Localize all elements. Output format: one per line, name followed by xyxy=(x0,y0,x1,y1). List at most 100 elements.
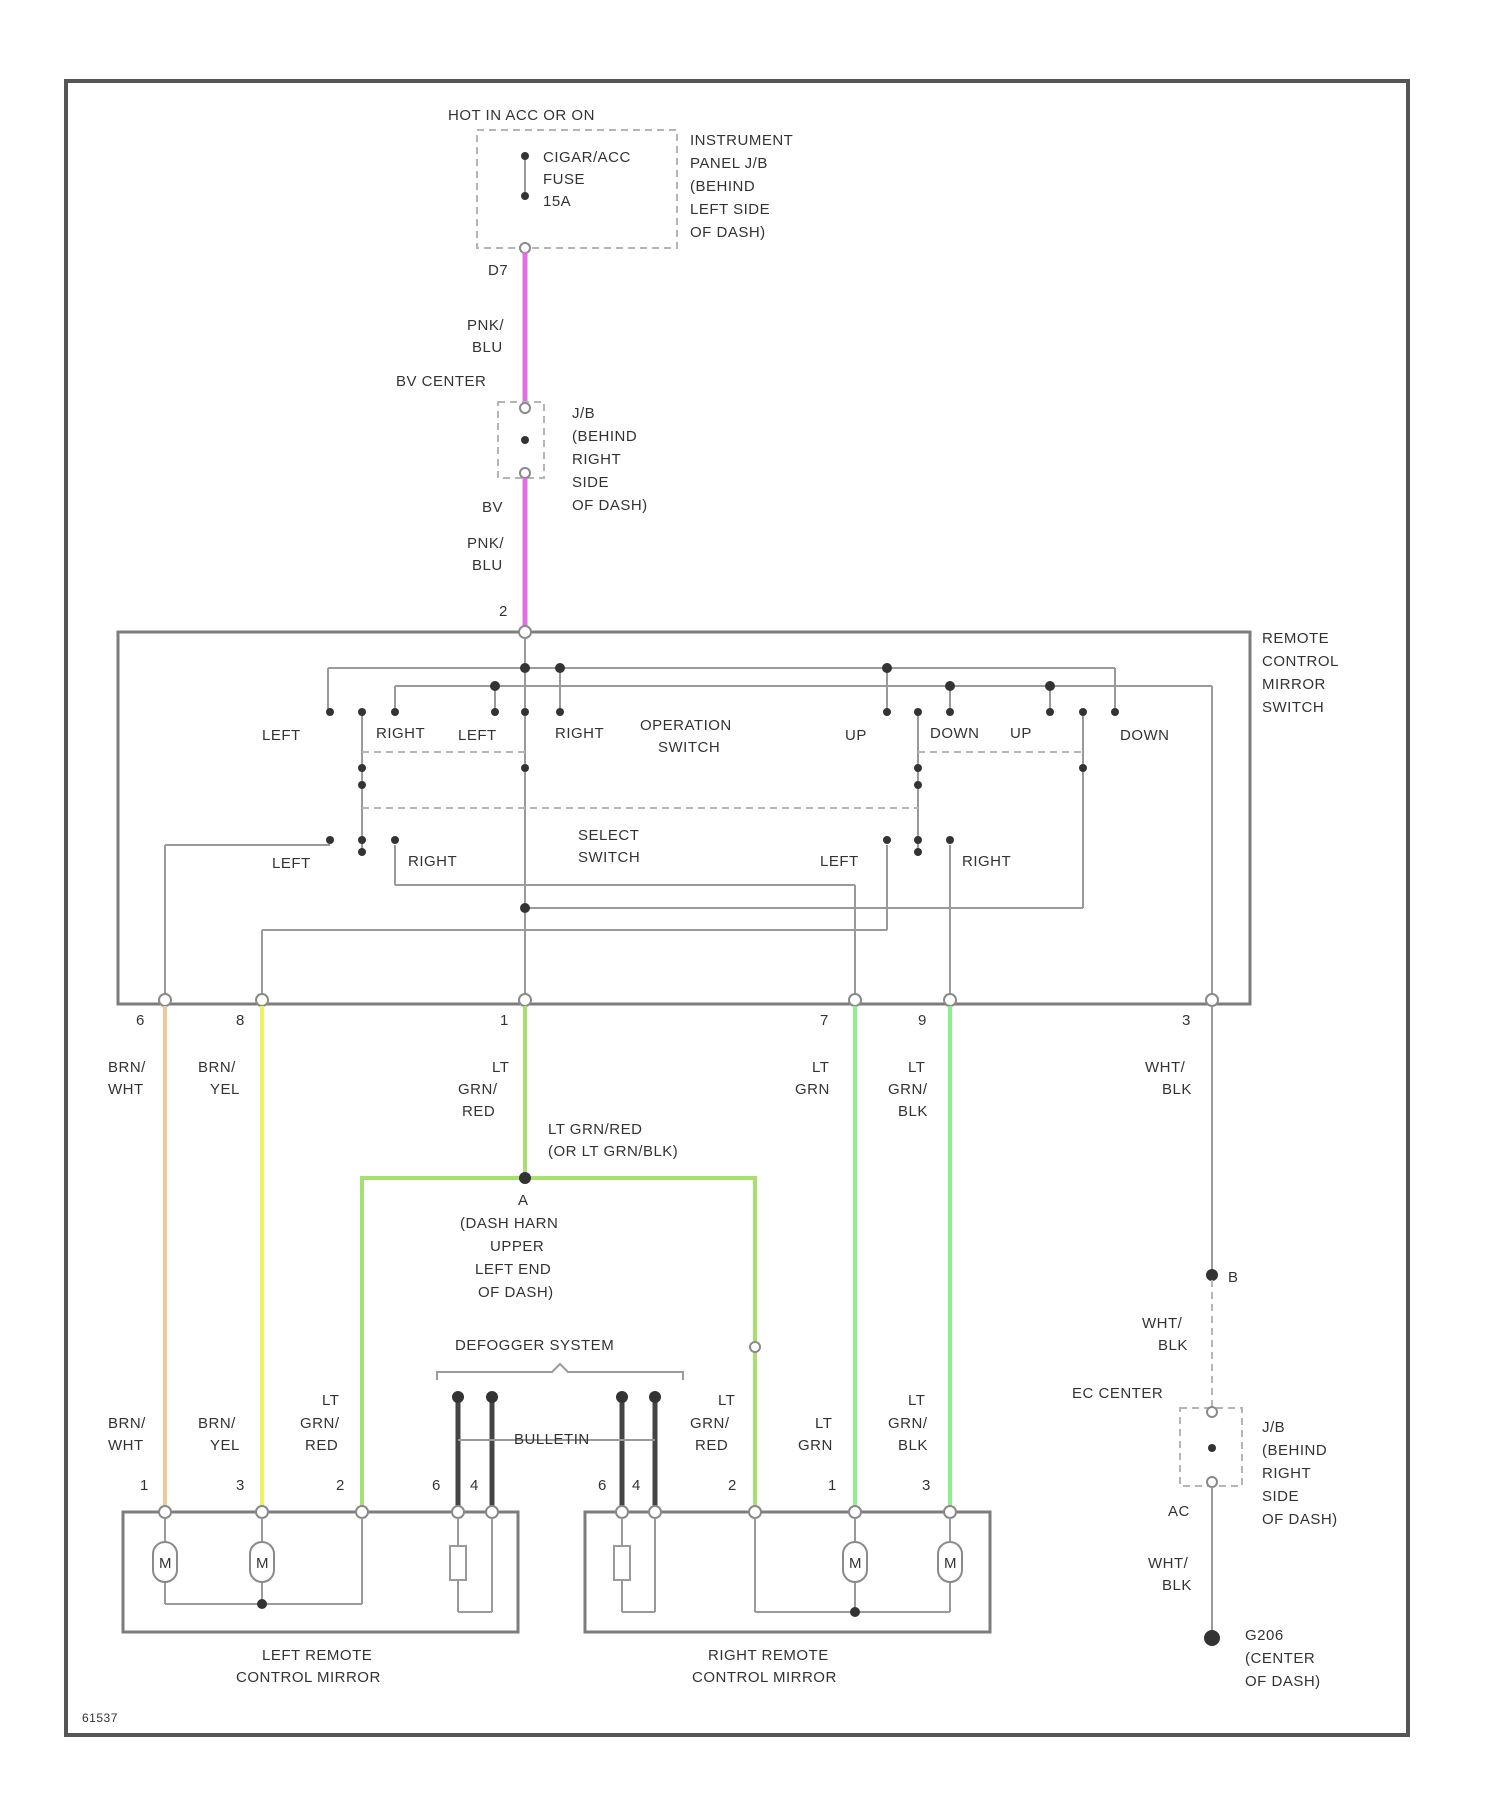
wire-label-lt-grn-blk-3: BLK xyxy=(898,1103,928,1120)
wire-label-lt-grn-red-1: LT xyxy=(492,1059,509,1076)
wire-label-gnd-wht-blk-2-2: BLK xyxy=(1162,1577,1192,1594)
wire-label-lt-grn-red-2: GRN/ xyxy=(458,1081,498,1098)
lm-wire-label-brn-wht-1: BRN/ xyxy=(108,1415,146,1432)
right-mirror-motor-1-label: M xyxy=(849,1555,862,1572)
dash-harness-label-2: UPPER xyxy=(490,1238,544,1255)
pin-sw-1: 1 xyxy=(500,1012,509,1029)
jb-right-2-label-3: RIGHT xyxy=(1262,1465,1311,1482)
pin-sw-7: 7 xyxy=(820,1012,829,1029)
splice-a-dot xyxy=(519,1172,531,1184)
remote-switch-label-3: MIRROR xyxy=(1262,676,1326,693)
instrument-panel-jb-label-3: (BEHIND xyxy=(690,178,755,195)
jb-right-terminal-top xyxy=(520,403,530,413)
wire-label-brn-yel-2: YEL xyxy=(210,1081,240,1098)
jb-right-label-4: SIDE xyxy=(572,474,609,491)
wire-label-lt-grn-2: GRN xyxy=(795,1081,830,1098)
jb-right-2-label-5: OF DASH) xyxy=(1262,1511,1338,1528)
rm-wire-label-lt-grn-1: LT xyxy=(815,1415,832,1432)
wire-label-lt-grn-red-3: RED xyxy=(462,1103,495,1120)
ground-label-3: OF DASH) xyxy=(1245,1673,1321,1690)
fuse-label-line3: 15A xyxy=(543,193,571,210)
pin-sw-3: 3 xyxy=(1182,1012,1191,1029)
instrument-panel-jb-label-4: LEFT SIDE xyxy=(690,201,770,218)
lm-wire-label-brn-wht-2: WHT xyxy=(108,1437,144,1454)
jb-right-label-3: RIGHT xyxy=(572,451,621,468)
wire-label-brn-wht-1: BRN/ xyxy=(108,1059,146,1076)
lm-wire-label-brn-yel-1: BRN/ xyxy=(198,1415,236,1432)
remote-control-mirror-switch-box xyxy=(118,632,1250,1004)
pin-lm-2: 2 xyxy=(336,1477,345,1494)
left-mirror-label-1: LEFT REMOTE xyxy=(262,1647,372,1664)
sel-contact-right-1: RIGHT xyxy=(408,853,457,870)
rm-wire-label-lt-grn-blk-3: BLK xyxy=(898,1437,928,1454)
op-contact-right-1: RIGHT xyxy=(376,725,425,742)
rm-wire-label-lt-grn-red-3: RED xyxy=(695,1437,728,1454)
defogger-wires xyxy=(452,1391,661,1508)
pin-sw-8: 8 xyxy=(236,1012,245,1029)
op-contact-up-2: UP xyxy=(1010,725,1032,742)
jb-right-2-terminal-top xyxy=(1207,1407,1217,1417)
ground-g206-dot xyxy=(1204,1630,1220,1646)
instrument-panel-jb-label-2: PANEL J/B xyxy=(690,155,768,172)
right-remote-control-mirror-box xyxy=(585,1512,990,1632)
operation-switch-label-1: OPERATION xyxy=(640,717,732,734)
lm-wire-label-lt-grn-red-2: GRN/ xyxy=(300,1415,340,1432)
fuse-label-line2: FUSE xyxy=(543,171,585,188)
right-mirror-motor-2-label: M xyxy=(944,1555,957,1572)
wire-label-pnk-blu-upper-2: BLU xyxy=(472,339,503,356)
wire-label-gnd-wht-blk-2-1: WHT/ xyxy=(1148,1555,1189,1572)
jb-right-center xyxy=(521,436,529,444)
pin-sw-2: 2 xyxy=(499,603,508,620)
left-mirror-motor-2: M xyxy=(250,1542,274,1582)
jb-right-2-label-2: (BEHIND xyxy=(1262,1442,1327,1459)
fuse-terminal-bottom xyxy=(521,192,529,200)
op-contact-up-1: UP xyxy=(845,727,867,744)
wire-label-gnd-wht-blk-1-2: BLK xyxy=(1158,1337,1188,1354)
instrument-panel-jb-label-1: INSTRUMENT xyxy=(690,132,793,149)
remote-switch-label-4: SWITCH xyxy=(1262,699,1324,716)
pin-rm-6: 6 xyxy=(598,1477,607,1494)
wire-label-alt-note-2: (OR LT GRN/BLK) xyxy=(548,1143,678,1160)
switch-input-terminal xyxy=(519,626,531,638)
left-mirror-internal xyxy=(165,1518,492,1612)
jb-right-terminal-bottom xyxy=(520,468,530,478)
right-mirror-label-2: CONTROL MIRROR xyxy=(692,1669,837,1686)
pin-rm-3: 3 xyxy=(922,1477,931,1494)
fuse-label-line1: CIGAR/ACC xyxy=(543,149,631,166)
wire-label-lt-grn-1: LT xyxy=(812,1059,829,1076)
instrument-panel-jb-label-5: OF DASH) xyxy=(690,224,766,241)
bv-center-label: BV CENTER xyxy=(396,373,486,390)
defogger-bracket xyxy=(437,1364,683,1380)
wire-label-wht-blk-1: WHT/ xyxy=(1145,1059,1186,1076)
left-mirror-label-2: CONTROL MIRROR xyxy=(236,1669,381,1686)
pin-lm-1: 1 xyxy=(140,1477,149,1494)
select-switch-label-1: SELECT xyxy=(578,827,639,844)
rm-wire-label-lt-grn-2: GRN xyxy=(798,1437,833,1454)
wire-label-pnk-blu-lower-2: BLU xyxy=(472,557,503,574)
dash-harness-label-1: (DASH HARN xyxy=(460,1215,558,1232)
jb-right-2-label-4: SIDE xyxy=(1262,1488,1299,1505)
pin-sw-9: 9 xyxy=(918,1012,927,1029)
remote-switch-label-1: REMOTE xyxy=(1262,630,1329,647)
wire-label-brn-yel-1: BRN/ xyxy=(198,1059,236,1076)
rm-wire-label-lt-grn-red-2: GRN/ xyxy=(690,1415,730,1432)
left-mirror-motor-2-label: M xyxy=(256,1555,269,1572)
fuse-terminal-top xyxy=(521,152,529,160)
op-contact-down-2: DOWN xyxy=(1120,727,1170,744)
right-mirror-motor-2: M xyxy=(938,1542,962,1582)
right-mirror-feed-inline-connector xyxy=(750,1342,760,1352)
switch-internal-wiring xyxy=(165,638,1212,996)
op-contact-down-1: DOWN xyxy=(930,725,980,742)
pin-sw-6: 6 xyxy=(136,1012,145,1029)
op-contact-right-2: RIGHT xyxy=(555,725,604,742)
jb-right-2-terminal-bottom xyxy=(1207,1477,1217,1487)
lm-wire-label-lt-grn-red-3: RED xyxy=(305,1437,338,1454)
jb-right-2-label-1: J/B xyxy=(1262,1419,1285,1436)
figure-id: 61537 xyxy=(82,1711,118,1725)
op-contact-left-1: LEFT xyxy=(262,727,301,744)
lm-wire-label-lt-grn-red-1: LT xyxy=(322,1392,339,1409)
pin-splice-a: A xyxy=(518,1192,529,1209)
jb-right-label-1: J/B xyxy=(572,405,595,422)
rm-wire-label-lt-grn-red-1: LT xyxy=(718,1392,735,1409)
wire-label-pnk-blu-upper-1: PNK/ xyxy=(467,317,504,334)
